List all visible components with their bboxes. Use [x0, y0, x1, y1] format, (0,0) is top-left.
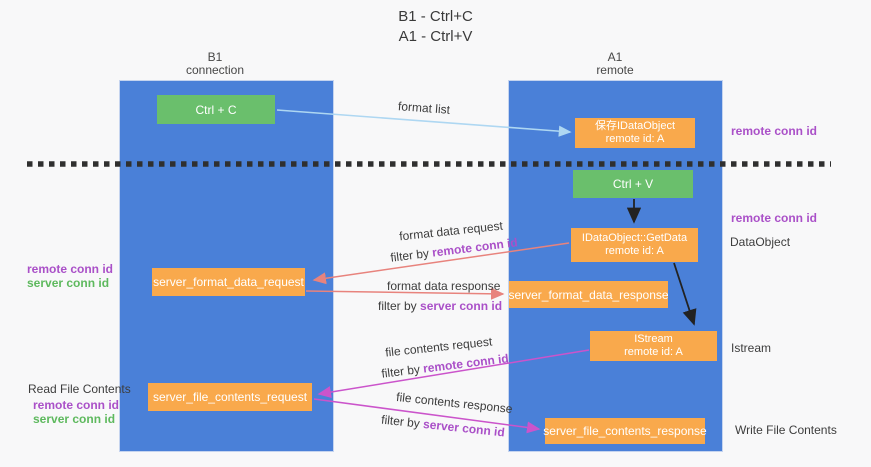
read-file-contents-label: Read File Contents	[28, 382, 131, 396]
format-data-response-filter-label: filter by server conn id	[378, 299, 502, 313]
file-contents-request-arrow	[317, 349, 590, 398]
write-file-contents-label: Write File Contents	[735, 423, 837, 437]
ctrl-c-box: Ctrl + C	[157, 95, 275, 124]
server-format-data-response-box: server_format_data_response	[508, 281, 669, 308]
getdata-line1: IDataObject::GetData	[581, 232, 688, 244]
remote-conn-id-label-mid-left: remote conn id	[27, 262, 114, 276]
server-file-contents-request-label: server_file_contents_request	[152, 390, 308, 404]
format-list-arrow	[276, 109, 572, 137]
ctrl-c-label: Ctrl + C	[195, 102, 237, 117]
server-format-data-response-label: server_format_data_response	[508, 287, 669, 302]
remote-conn-id-label-mid-right: remote conn id	[731, 211, 818, 225]
save-dataobject-box: 保存IDataObject remote id: A	[575, 118, 695, 148]
remote-conn-id-label-bottom-left: remote conn id	[33, 398, 120, 412]
dataobject-label: DataObject	[730, 235, 791, 249]
title-line-1: B1 - Ctrl+C	[398, 8, 473, 25]
server-file-contents-response-label: server_file_contents_response	[543, 424, 707, 438]
filter-by-text: filter by	[378, 299, 421, 313]
getdata-line2: remote id: A	[605, 245, 664, 257]
right-column-name: A1	[607, 50, 623, 64]
file-contents-response-arrow	[313, 398, 541, 434]
format-data-request-arrow	[312, 242, 570, 285]
server-file-contents-response-box: server_file_contents_response	[543, 418, 707, 444]
format-data-response-arrow	[305, 287, 505, 300]
format-data-response-label: format data response	[387, 279, 501, 293]
server-format-data-request-box: server_format_data_request	[152, 268, 305, 296]
title-line-2: A1 - Ctrl+V	[398, 28, 473, 45]
left-column-name: B1	[207, 50, 223, 64]
remote-conn-id-label-top-right: remote conn id	[731, 124, 818, 138]
server-format-data-request-label: server_format_data_request	[153, 275, 304, 289]
server-file-contents-request-box: server_file_contents_request	[148, 383, 312, 411]
istream-line2: remote id: A	[624, 346, 683, 358]
ctrl-v-label: Ctrl + V	[612, 177, 654, 191]
getdata-box: IDataObject::GetData remote id: A	[571, 228, 698, 262]
left-column-header: B1 connection	[155, 51, 275, 77]
left-column-role: connection	[185, 63, 245, 77]
right-column-role: remote	[596, 63, 634, 77]
right-column-header: A1 remote	[555, 51, 675, 77]
diagram-title: B1 - Ctrl+C A1 - Ctrl+V	[0, 7, 871, 47]
ctrl-v-box: Ctrl + V	[573, 170, 693, 198]
getdata-to-istream-arrow	[673, 262, 697, 326]
save-dataobject-line2: remote id: A	[605, 133, 665, 145]
istream-side-label: Istream	[731, 341, 772, 355]
istream-box: IStream remote id: A	[590, 331, 717, 361]
server-conn-id-label-bottom-left: server conn id	[33, 412, 116, 426]
server-conn-id-text: server conn id	[420, 299, 503, 313]
istream-line1: IStream	[634, 333, 673, 345]
save-dataobject-line1: 保存IDataObject	[594, 120, 676, 132]
server-conn-id-label-mid-left: server conn id	[27, 276, 110, 290]
